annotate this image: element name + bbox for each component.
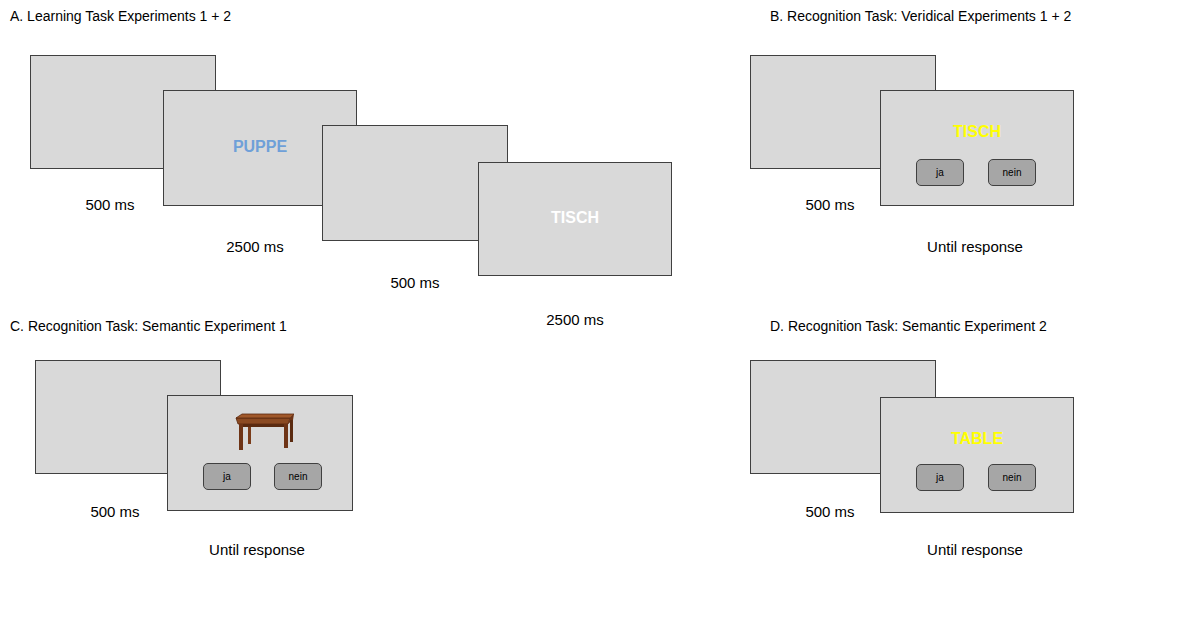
response-button: ja: [916, 464, 964, 491]
stimulus-word: TISCH: [881, 123, 1073, 141]
button-label: ja: [936, 167, 944, 178]
timing-label: 2500 ms: [546, 311, 604, 328]
screen-box: ja nein: [167, 395, 353, 511]
timing-label: 500 ms: [390, 274, 439, 291]
stimulus-word: TISCH: [479, 209, 671, 227]
response-button: nein: [274, 463, 322, 490]
timing-label: 500 ms: [805, 196, 854, 213]
timing-label: Until response: [927, 238, 1023, 255]
button-label: nein: [1003, 167, 1022, 178]
timing-label: 2500 ms: [226, 238, 284, 255]
screen-box: TABLE ja nein: [880, 397, 1074, 513]
screen-box: TISCH: [478, 162, 672, 276]
timing-label: Until response: [927, 541, 1023, 558]
table-picture: [228, 410, 298, 455]
button-label: ja: [936, 472, 944, 483]
response-button: nein: [988, 464, 1036, 491]
panel-title: B. Recognition Task: Veridical Experimen…: [770, 8, 1071, 24]
timing-label: 500 ms: [805, 503, 854, 520]
panel-title: D. Recognition Task: Semantic Experiment…: [770, 318, 1047, 334]
timing-label: 500 ms: [90, 503, 139, 520]
button-label: nein: [289, 471, 308, 482]
timing-label: 500 ms: [85, 196, 134, 213]
screen-box: TISCH ja nein: [880, 90, 1074, 206]
panel-title: A. Learning Task Experiments 1 + 2: [10, 8, 231, 24]
button-label: ja: [223, 471, 231, 482]
button-label: nein: [1003, 472, 1022, 483]
response-button: ja: [916, 159, 964, 186]
timing-label: Until response: [209, 541, 305, 558]
panel-title: C. Recognition Task: Semantic Experiment…: [10, 318, 287, 334]
stimulus-word: TABLE: [881, 430, 1073, 448]
response-button: ja: [203, 463, 251, 490]
response-button: nein: [988, 159, 1036, 186]
